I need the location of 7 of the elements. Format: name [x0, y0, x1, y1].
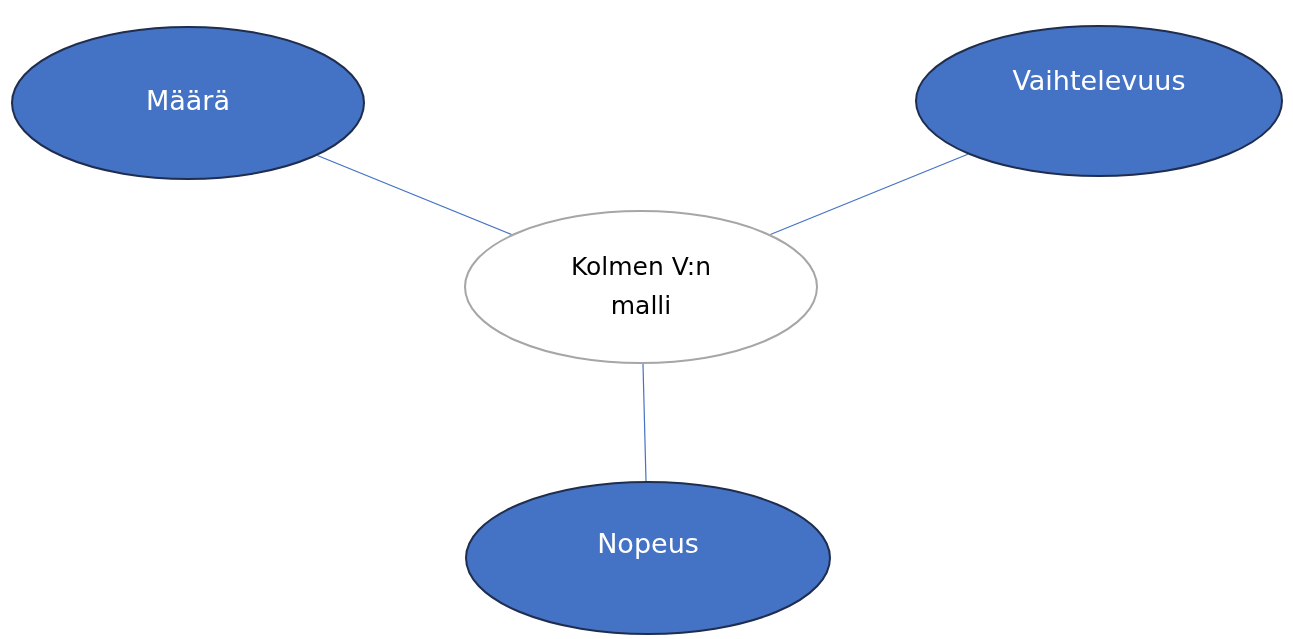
- node-label: Nopeus: [597, 527, 699, 562]
- node-label: Kolmen V:n malli: [569, 251, 713, 322]
- connector-line: [642, 363, 647, 482]
- node-label: Määrä: [145, 84, 230, 119]
- connector-line: [316, 154, 513, 236]
- connector-line: [769, 153, 969, 236]
- node-label: Vaihtelevuus: [1012, 64, 1186, 99]
